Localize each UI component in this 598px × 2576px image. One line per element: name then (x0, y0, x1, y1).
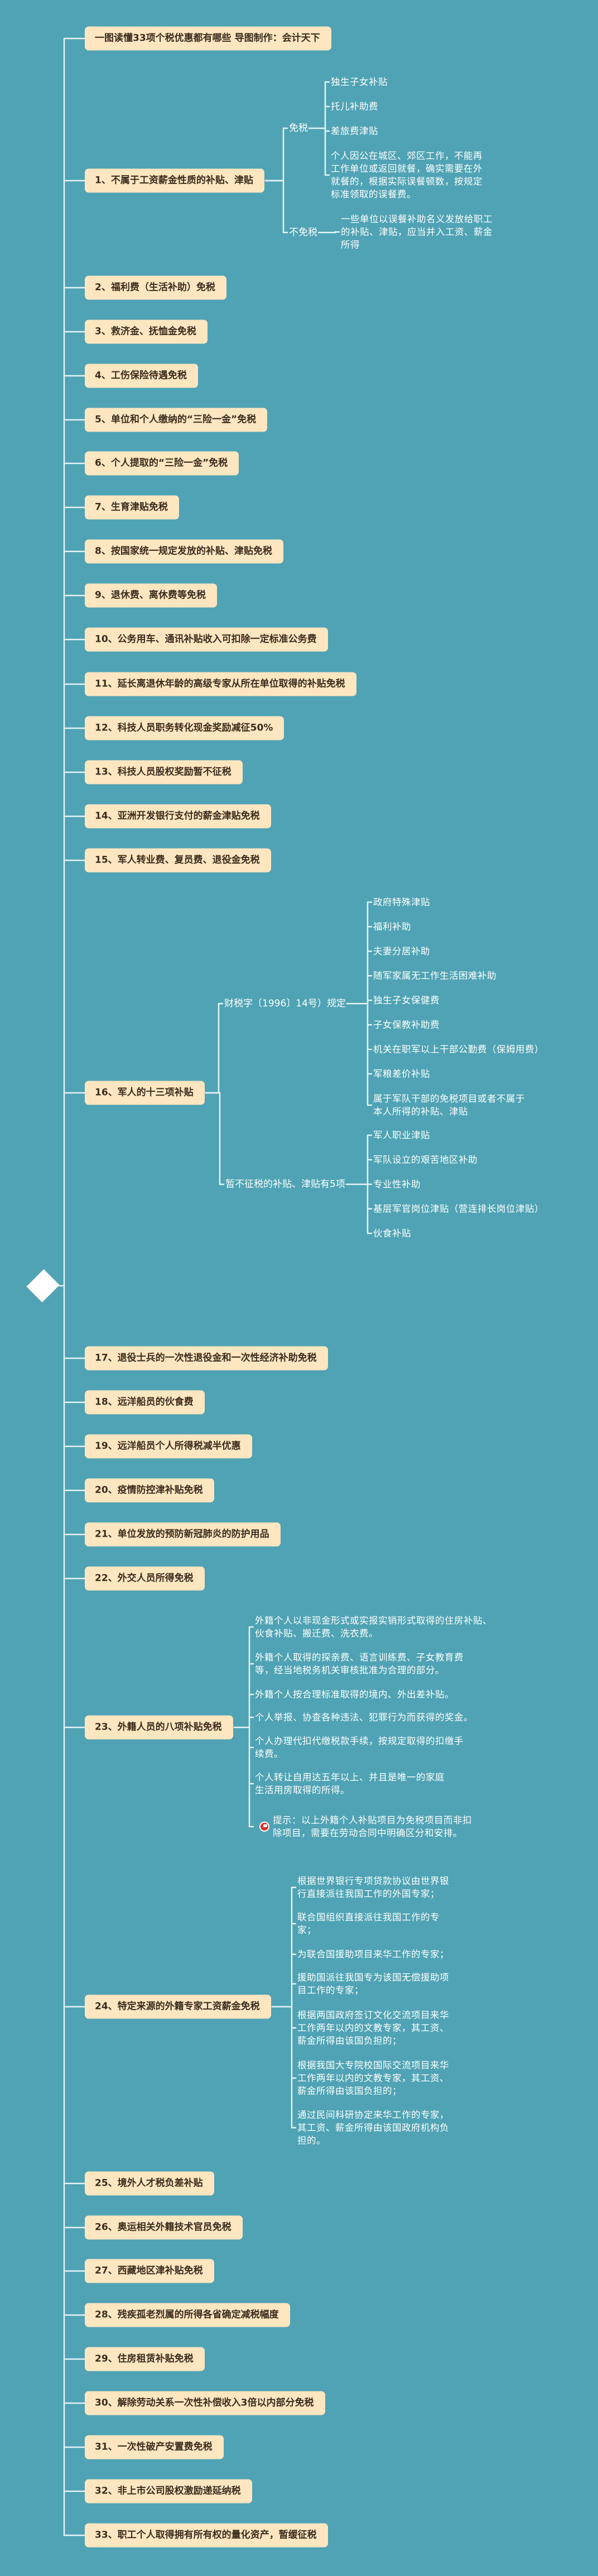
topic-node[interactable]: 1、不属于工资薪金性质的补贴、津贴 (85, 168, 264, 193)
leaf-item: 伙食补贴 (373, 1228, 411, 1239)
root-diamond-icon[interactable] (26, 1269, 60, 1302)
leaf-item: 联合国组织直接派往我国工作的专家； (297, 1912, 440, 1935)
topic-node[interactable]: 5、单位和个人缴纳的“三险一金”免税 (85, 408, 268, 432)
leaf-item: 为联合国援助项目来华工作的专家； (297, 1949, 449, 1960)
topic-node[interactable]: 14、亚洲开发银行支付的薪金津贴免税 (85, 804, 271, 829)
topic-node[interactable]: 11、延长离退休年龄的高级专家从所在单位取得的补贴免税 (85, 672, 356, 696)
subtopic-label[interactable]: 财税字〔1996〕14号）规定 (224, 998, 346, 1009)
leaf-item: 独生子女补贴 (331, 76, 388, 88)
leaf-item: 个人转让自用达五年以上、并且是唯一的家庭生活用房取得的所得。 (255, 1772, 445, 1795)
leaf-item: 福利补助 (373, 921, 411, 932)
topic-node[interactable]: 21、单位发放的预防新冠肺炎的防护用品 (85, 1522, 281, 1547)
map-title-node[interactable]: 一图读懂33项个税优惠都有哪些 导图制作：会计天下 (85, 26, 331, 51)
leaf-item: 个人办理代扣代缴税款手续，按规定取得的扣缴手续费。 (255, 1736, 464, 1759)
topic-node[interactable]: 32、非上市公司股权激励递延纳税 (85, 2479, 252, 2504)
leaf-item: 军粮差价补贴 (373, 1068, 430, 1079)
topic-node[interactable]: 9、退休费、离休费等免税 (85, 583, 217, 608)
leaf-item: 个人因公在城区、郊区工作，不能再工作单位或返回就餐，确实需要在外就餐的，根据实际… (331, 151, 483, 200)
leaf-item: 根据两国政府签订文化交流项目来华工作两年以内的文教专家，其工资、薪金所得由该国负… (297, 2010, 449, 2046)
leaf-item: 专业性补助 (373, 1179, 421, 1190)
topic-node[interactable]: 25、境外人才税负差补贴 (85, 2171, 214, 2196)
flag-icon (259, 1822, 269, 1832)
subtopic-label[interactable]: 不免税 (289, 227, 317, 238)
leaf-item: 根据世界银行专项贷款协议由世界银行直接派往我国工作的外国专家； (297, 1876, 449, 1899)
topic-node[interactable]: 3、救济金、抚恤金免税 (85, 319, 208, 344)
topic-node[interactable]: 16、军人的十三项补贴 (85, 1081, 205, 1105)
leaf-item: 通过民间科研协定来华工作的专家，其工资、薪金所得由该国政府机构负担的。 (297, 2109, 449, 2146)
topic-node[interactable]: 28、残疾孤老烈属的所得各省确定减税幅度 (85, 2303, 290, 2327)
hint-note: 提示：以上外籍个人补贴项目为免税项目而非扣除项目，需要在劳动合同中明确区分和安排… (259, 1814, 475, 1839)
topic-node[interactable]: 7、生育津贴免税 (85, 495, 179, 520)
leaf-item: 军队设立的艰苦地区补助 (373, 1154, 478, 1165)
leaf-item: 外籍个人取得的探亲费、语言训练费、子女教育费等，经当地税务机关审核批准为合理的部… (255, 1652, 464, 1676)
leaf-item: 独生子女保健费 (373, 995, 440, 1006)
leaf-item: 子女保教补助费 (373, 1019, 440, 1030)
topic-node[interactable]: 10、公务用车、通讯补贴收入可扣除一定标准公务费 (85, 627, 328, 652)
topic-node[interactable]: 26、奥运相关外籍技术官员免税 (85, 2215, 243, 2240)
leaf-item: 一些单位以误餐补助名义发放给职工的补贴、津贴，应当并入工资、薪金所得 (341, 214, 493, 250)
topic-node[interactable]: 4、工伤保险待遇免税 (85, 364, 198, 388)
leaf-item: 个人举报、协查各种违法、犯罪行为而获得的奖金。 (255, 1712, 473, 1723)
leaf-item: 援助国派往我国专为该国无偿援助项目工作的专家； (297, 1972, 449, 1996)
topic-node[interactable]: 24、特定来源的外籍专家工资薪金免税 (85, 1994, 271, 2019)
subtopic-label[interactable]: 暂不征税的补贴、津贴有5项 (225, 1179, 345, 1190)
subtopic-label[interactable]: 免税 (289, 123, 308, 134)
topic-node[interactable]: 13、科技人员股权奖励暂不征税 (85, 760, 243, 785)
leaf-item: 外籍个人以非现金形式或实报实销形式取得的住房补贴、伙食补贴、搬迁费、洗衣费。 (255, 1615, 492, 1639)
leaf-item: 军人职业津贴 (373, 1130, 430, 1141)
topic-node[interactable]: 23、外籍人员的八项补贴免税 (85, 1715, 233, 1740)
topic-node[interactable]: 29、住房租赁补贴免税 (85, 2347, 205, 2371)
topic-node[interactable]: 8、按国家统一规定发放的补贴、津贴免税 (85, 539, 283, 564)
leaf-item: 属于军队干部的免税项目或者不属于本人所得的补贴、津贴 (373, 1093, 525, 1117)
hint-text: 提示：以上外籍个人补贴项目为免税项目而非扣除项目，需要在劳动合同中明确区分和安排… (273, 1815, 472, 1838)
topic-node[interactable]: 18、远洋船员的伙食费 (85, 1390, 205, 1415)
topic-node[interactable]: 22、外交人员所得免税 (85, 1566, 205, 1591)
topic-node[interactable]: 19、远洋船员个人所得税减半优惠 (85, 1434, 252, 1459)
topic-node[interactable]: 12、科技人员职务转化现金奖励减征50% (85, 716, 284, 740)
leaf-item: 外籍个人按合理标准取得的境内、外出差补贴。 (255, 1689, 454, 1700)
topic-node[interactable]: 15、军人转业费、复员费、退役金免税 (85, 848, 271, 873)
topic-node[interactable]: 30、解除劳动关系一次性补偿收入3倍以内部分免税 (85, 2391, 325, 2415)
leaf-item: 托儿补助费 (331, 101, 378, 112)
leaf-item: 政府特殊津贴 (373, 897, 430, 908)
leaf-item: 根据我国大专院校国际交流项目来华工作两年以内的文教专家，其工资、薪金所得由该国负… (297, 2060, 449, 2096)
leaf-item: 差旅费津贴 (331, 125, 378, 137)
leaf-item: 机关在职军以上干部公勤费（保姆用费） (373, 1044, 544, 1055)
topic-node[interactable]: 33、职工个人取得拥有所有权的量化资产，暂缓征税 (85, 2523, 328, 2548)
leaf-item: 基层军官岗位津贴（营连排长岗位津贴） (373, 1203, 544, 1214)
topic-node[interactable]: 20、疫情防控津补贴免税 (85, 1478, 214, 1503)
topic-node[interactable]: 17、退役士兵的一次性退役金和一次性经济补助免税 (85, 1346, 328, 1371)
leaf-item: 夫妻分居补助 (373, 946, 430, 957)
topic-node[interactable]: 2、福利费（生活补助）免税 (85, 275, 226, 300)
leaf-item: 随军家属无工作生活困难补助 (373, 970, 496, 981)
topic-node[interactable]: 27、西藏地区津补贴免税 (85, 2259, 214, 2283)
topic-node[interactable]: 6、个人提取的“三险一金”免税 (85, 451, 239, 476)
topic-node[interactable]: 31、一次性破产安置费免税 (85, 2435, 224, 2459)
